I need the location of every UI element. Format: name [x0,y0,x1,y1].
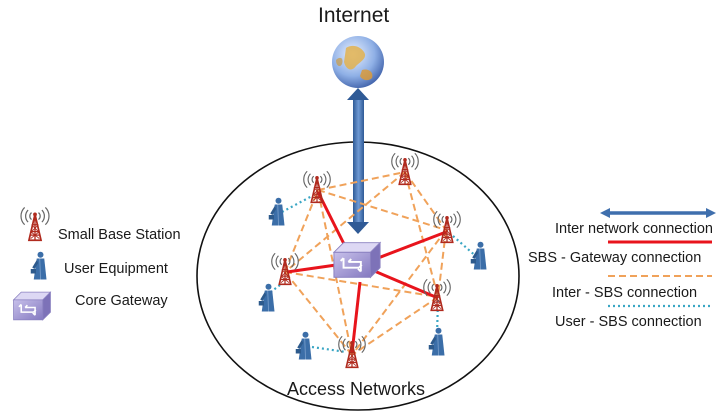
core-gateway-icon [332,241,382,279]
access-networks-label: Access Networks [287,379,426,399]
globe-icon [332,36,384,88]
inter-sbs-link [284,271,353,356]
inter-sbs-link [351,296,439,356]
legend-user-sbs-label: User - SBS connection [555,314,702,330]
legend-sbs-label: Small Base Station [58,227,181,243]
sbs-gateway-link [377,230,447,260]
inter-sbs-link [317,171,406,191]
inter-sbs-links [284,171,447,356]
inter-sbs-link [317,189,353,356]
legend-gateway-label: Core Gateway [75,293,168,309]
legend-user-icon [30,251,47,280]
internet-title: Internet [318,4,390,27]
sbs-gateway-link [286,263,337,274]
inter-sbs-link [317,189,447,231]
inter-sbs-link [351,229,447,356]
user-sbs-link [311,345,347,354]
legend-ue-label: User Equipment [64,261,168,277]
inter-sbs-link [404,171,447,231]
legend-tower-icon [20,206,50,242]
user-sbs-link [281,195,313,213]
legend-sbs-gateway-label: SBS - Gateway connection [528,250,702,266]
inter-sbs-link [284,271,439,298]
legend-gateway-icon [12,291,52,321]
inter-sbs-link [437,229,447,298]
inter-sbs-link [284,171,406,273]
legend-internet-link-swatch [600,208,716,218]
legend-inter-sbs-label: Inter - SBS connection [552,285,698,301]
user-sbs-link [452,235,479,259]
inter-sbs-link [284,189,319,273]
internet-link-arrow [347,88,369,234]
sbs-gateway-link [350,281,362,354]
legend-internet-link-label: Inter network connection [555,221,713,237]
sbs-gateway-link [371,268,439,300]
